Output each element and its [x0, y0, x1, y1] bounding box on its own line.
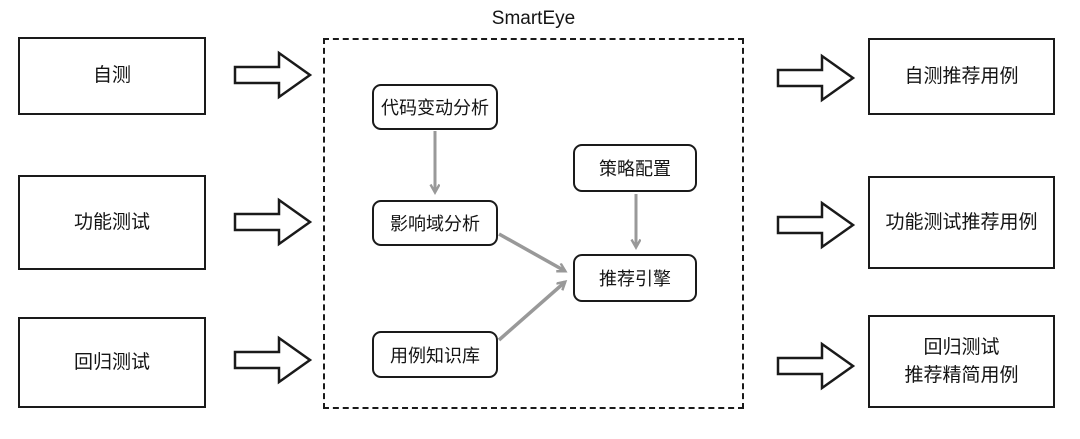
input-regression-test: 回归测试 [18, 317, 206, 408]
right-arrow-icon [776, 200, 856, 250]
node-case-knowledge-base: 用例知识库 [372, 331, 498, 378]
right-arrow-icon [233, 197, 313, 247]
output-functional-test-cases: 功能测试推荐用例 [868, 176, 1055, 269]
output-self-test-cases: 自测推荐用例 [868, 38, 1055, 115]
right-arrow-icon [776, 341, 856, 391]
smarteye-container [323, 38, 744, 409]
node-recommendation-engine: 推荐引擎 [573, 254, 697, 302]
output-regression-test-cases: 回归测试 推荐精简用例 [868, 315, 1055, 408]
node-impact-analysis: 影响域分析 [372, 200, 498, 246]
input-self-test: 自测 [18, 37, 206, 115]
node-code-change-analysis: 代码变动分析 [372, 84, 498, 130]
right-arrow-icon [776, 53, 856, 103]
right-arrow-icon [233, 50, 313, 100]
right-arrow-icon [233, 335, 313, 385]
node-strategy-config: 策略配置 [573, 144, 697, 192]
smarteye-title: SmartEye [491, 8, 576, 29]
input-functional-test: 功能测试 [18, 175, 206, 270]
